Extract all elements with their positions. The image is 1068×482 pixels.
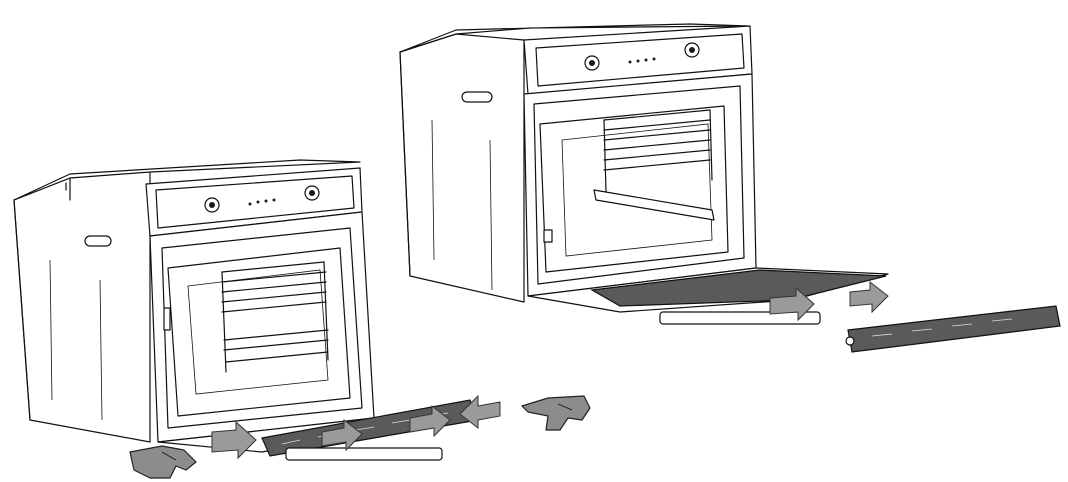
pull-arrow-icon: [769, 286, 815, 322]
hand-icon: [129, 445, 197, 479]
knob-icon: [584, 55, 600, 71]
door-handle-left: [285, 447, 443, 461]
knob-icon: [304, 185, 320, 201]
hinge-detail: [163, 307, 171, 331]
pull-arrow-icon: [849, 280, 889, 314]
knob-icon: [684, 42, 700, 58]
door-handle-right: [659, 311, 821, 325]
glass-panel-right: [590, 269, 887, 307]
oven-right-side-panel: [399, 33, 525, 303]
oven-right: [399, 23, 889, 325]
oven-right-cavity: [539, 105, 729, 273]
oven-right-rack: [593, 109, 715, 221]
pull-arrow-icon: [321, 418, 363, 452]
oven-left-side-panel: [13, 169, 151, 443]
glass-strip-removed: [845, 305, 1061, 353]
pull-arrow-icon: [211, 420, 257, 460]
pull-arrow-icon: [459, 394, 501, 430]
hinge-detail: [543, 229, 553, 243]
oven-left-rack: [221, 261, 329, 373]
oven-left-cavity: [167, 247, 351, 417]
side-vent-slot: [84, 235, 112, 247]
pull-arrow-icon: [409, 404, 451, 438]
knob-icon: [204, 197, 220, 213]
hand-icon: [521, 395, 591, 431]
oven-left: [13, 159, 479, 461]
side-vent-slot: [461, 91, 493, 103]
